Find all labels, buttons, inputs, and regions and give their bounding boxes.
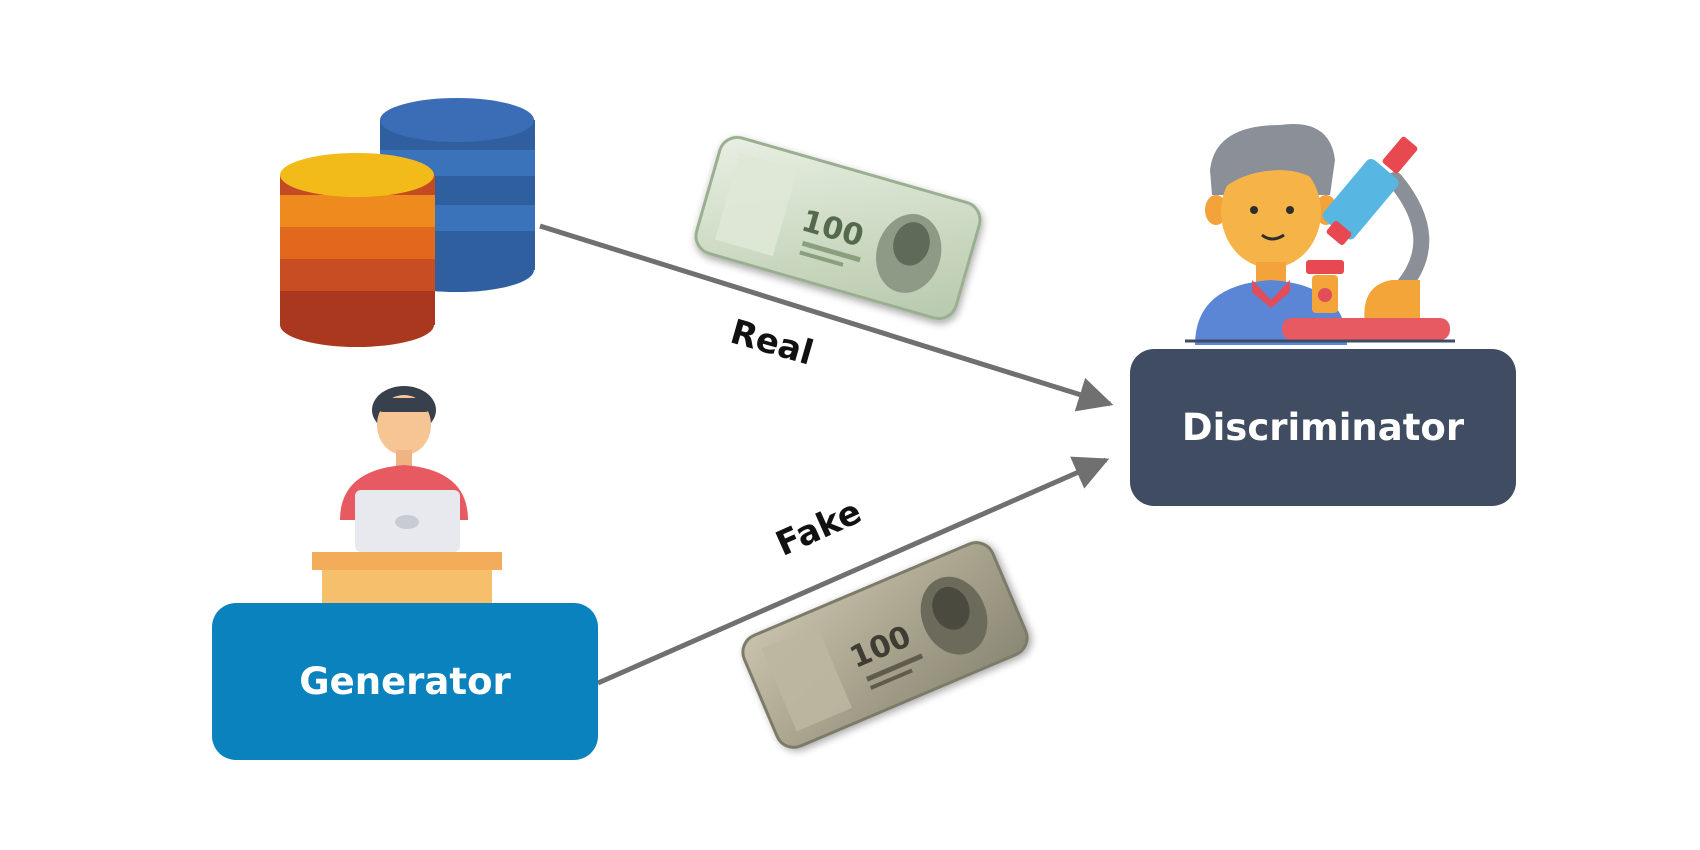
generator-label: Generator	[299, 660, 511, 703]
person-at-laptop-icon	[312, 386, 502, 605]
discriminator-node: Discriminator	[1130, 349, 1516, 506]
scientist-with-microscope-icon	[1185, 124, 1455, 345]
real-arrow	[539, 223, 1114, 412]
database-icon	[280, 98, 535, 347]
banknote-icon: 100	[694, 135, 982, 321]
discriminator-label: Discriminator	[1181, 406, 1465, 449]
banknote-icon: 100	[741, 541, 1029, 749]
generator-node: Generator	[212, 603, 598, 760]
fake-arrow	[596, 456, 1110, 686]
